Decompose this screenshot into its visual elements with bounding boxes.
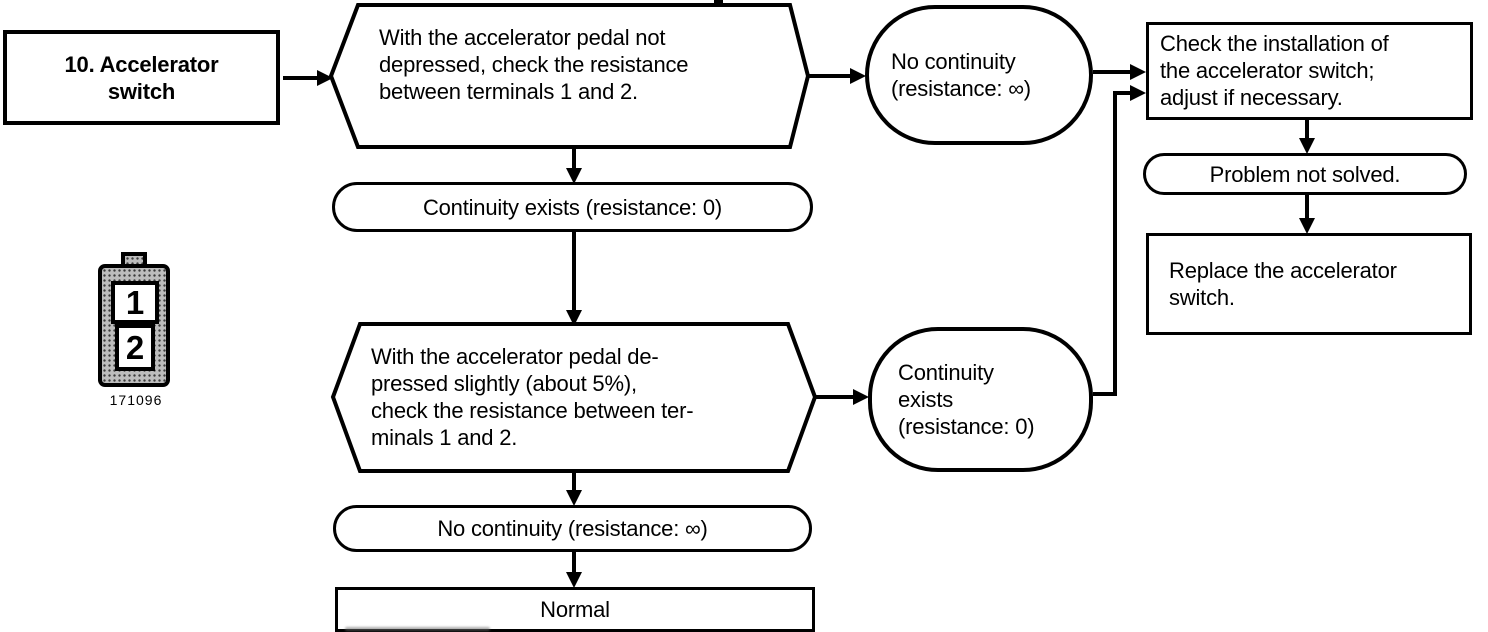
node-problem-not-solved-label: Problem not solved. [1209,161,1401,187]
node-action-replace: Replace the accelerator switch. [1146,233,1472,335]
terminal-1-label: 1 [125,284,145,321]
node-test1-pass: Continuity exists (resistance: 0) [332,182,813,232]
connector-pass-test2 [566,232,582,326]
node-normal: Normal [335,587,815,632]
node-test1-fail: No continuity (resistance: ∞) [865,5,1093,145]
terminal-2-label: 2 [125,329,145,366]
node-action-check-label: Check the installation of the accelerato… [1160,31,1389,110]
node-action-check: Check the installation of the accelerato… [1146,22,1473,120]
node-start-label: 10. Accelerator switch [64,51,219,104]
node-test1-pass-label: Continuity exists (resistance: 0) [422,194,723,220]
connector-terminal-1: 1 [111,281,159,324]
print-artifact [714,0,723,6]
node-problem-not-solved: Problem not solved. [1143,153,1467,195]
connector-fail2-check [1093,85,1146,396]
node-normal-label: Normal [540,597,610,622]
node-test2-pass: No continuity (resistance: ∞) [333,505,812,552]
connector-check-problem [1299,120,1315,154]
connector-test1-fail [808,68,866,84]
figure-number: 171096 [109,392,163,408]
print-smudge [345,627,490,631]
node-start: 10. Accelerator switch [3,30,280,125]
connector-test2-fail [815,389,869,405]
connector-fail-check [1093,64,1146,80]
node-test1-fail-label: No continuity (resistance: ∞) [891,49,1031,101]
node-test2-pass-label: No continuity (resistance: ∞) [437,516,708,541]
node-test2-fail-label: Continuity exists (resistance: 0) [898,360,1035,439]
connector-start-test1 [283,70,333,86]
node-test1-label: With the accelerator pedal not depressed… [379,25,689,104]
connector-pass2-normal [566,552,582,588]
node-test2-label: With the accelerator pedal de- pressed s… [371,344,694,450]
connector-test2-pass [566,471,582,506]
node-test2-fail: Continuity exists (resistance: 0) [868,327,1093,472]
node-action-replace-label: Replace the accelerator switch. [1169,258,1397,310]
connector-terminal-2: 2 [115,324,155,371]
connector-test1-pass [566,147,582,184]
connector-problem-replace [1299,195,1315,234]
